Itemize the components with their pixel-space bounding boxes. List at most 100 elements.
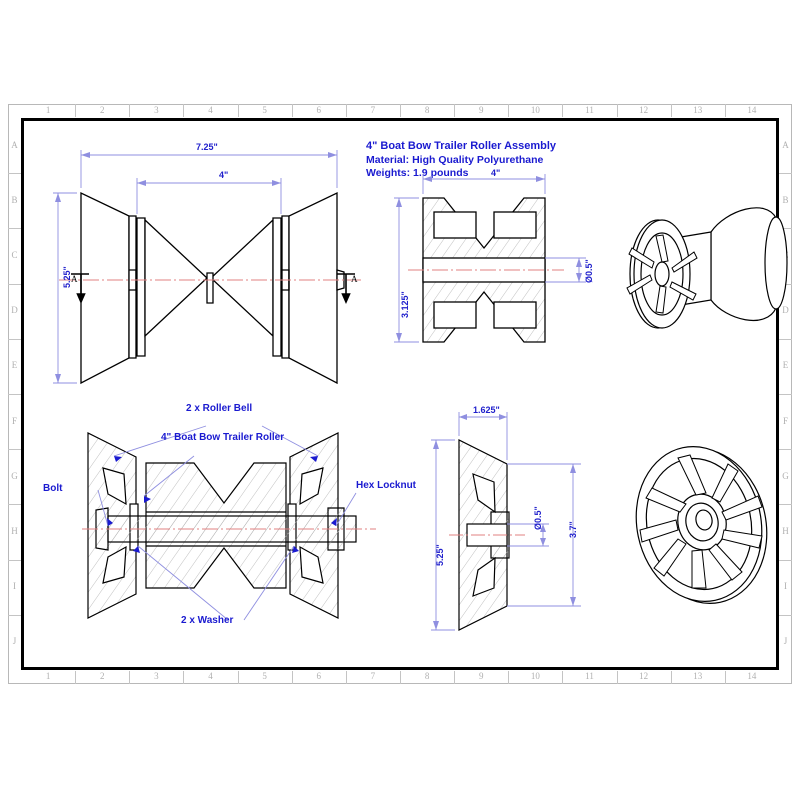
zone-row-C: C [11,250,18,260]
zone-row-F: F [782,415,788,426]
assembly-outline [87,432,357,619]
zone-column-10: 10 [530,671,540,681]
view-top-right-isometric [626,207,788,329]
zone-tick [291,671,293,684]
zone-column-11: 11 [585,105,594,115]
zone-tick [562,671,564,684]
callout-washer: 2 x Washer [181,615,234,626]
zone-tick [454,671,456,684]
zone-tick [400,104,401,117]
zone-tick [616,104,618,117]
zone-row-G: G [11,470,18,481]
title-line-2: Material: High Quality Polyurethane [366,153,544,166]
zone-column-5: 5 [262,105,267,115]
zone-column-3: 3 [154,671,159,681]
zone-tick [779,504,792,506]
zone-row-I: I [784,581,787,592]
zone-row-I: I [13,581,16,592]
view-bottom-middle [431,412,581,631]
zone-column-13: 13 [693,105,703,115]
zone-tick [8,504,21,506]
dim-label-4-top: 4" [219,170,229,180]
zone-tick [129,104,131,117]
zone-tick [8,394,21,395]
view-top-middle [394,174,586,343]
zone-row-B: B [11,194,18,205]
dimension-1-625 [458,412,508,460]
zone-tick [345,671,347,684]
title-block: 4" Boat Bow Trailer Roller Assembly Mate… [366,140,556,181]
dimension-4 [136,178,282,214]
section-mark-left [71,273,89,304]
zone-tick [237,671,239,684]
dim-label-5-25-bell: 5.25" [435,544,445,566]
section-mark-right [337,273,355,304]
dimension-4-section [422,174,546,194]
dimension-3-7 [507,463,581,607]
zone-row-G: G [782,470,789,481]
zone-column-7: 7 [370,671,376,681]
callout-bolt: Bolt [43,483,63,494]
dim-label-4-section: 4" [491,168,501,178]
zone-row-F: F [11,415,17,426]
zone-column-6: 6 [316,105,322,115]
zone-tick [8,559,21,561]
dim-label-3-7: 3.7" [568,521,578,538]
zone-tick [616,671,618,684]
callout-roller-bell: 2 x Roller Bell [186,403,253,414]
zone-tick [508,671,510,684]
view-top-left [53,150,361,385]
zone-column-4: 4 [208,105,213,115]
title-line-3: Weights: 1.9 pounds [366,167,469,179]
zone-tick [8,449,21,451]
zone-column-3: 3 [154,105,159,115]
view-bottom-right-isometric [635,446,768,604]
dimension-5-25-bell [431,439,455,631]
zone-row-A: A [782,139,789,150]
zone-column-12: 12 [639,671,649,681]
zone-row-H: H [11,526,18,536]
zone-column-14: 14 [747,105,757,115]
dim-label-3-125: 3.125" [400,291,410,318]
zone-tick [779,338,792,340]
zone-column-7: 7 [370,105,376,115]
zone-column-1: 1 [45,671,51,681]
zone-tick [779,559,792,561]
view-bottom-left-assembly [82,425,376,621]
callout-leaders [97,425,357,621]
zone-tick [291,104,293,117]
zone-tick [724,671,726,684]
zone-column-11: 11 [585,671,594,681]
roller-isometric [626,207,788,329]
zone-column-14: 14 [747,671,757,681]
callout-arrowheads [107,456,337,553]
zone-tick [508,104,510,117]
zone-column-8: 8 [424,105,430,115]
zone-tick [8,228,21,230]
zone-tick [8,614,21,616]
zone-row-E: E [782,360,789,371]
zone-column-8: 8 [424,671,430,681]
zone-row-D: D [11,305,18,316]
zone-tick [670,671,672,684]
title-line-1: 4" Boat Bow Trailer Roller Assembly [366,140,557,152]
zone-tick [75,104,77,117]
zone-tick [75,671,77,684]
zone-row-J: J [783,636,788,647]
zone-tick [562,104,564,117]
zone-tick [183,104,185,117]
zone-tick [129,671,131,684]
callout-hex-locknut: Hex Locknut [356,480,417,491]
dimension-bore-05-bell [507,523,549,547]
zone-tick [779,173,792,175]
dimension-7-25 [80,150,338,188]
zone-row-D: D [782,305,789,316]
zone-tick [779,614,792,616]
roller-side-elevation-outline [80,191,345,385]
zone-column-6: 6 [316,671,322,681]
zone-tick [779,228,792,230]
zone-tick [345,104,347,117]
zone-column-9: 9 [478,671,484,681]
zone-row-J: J [12,636,17,647]
